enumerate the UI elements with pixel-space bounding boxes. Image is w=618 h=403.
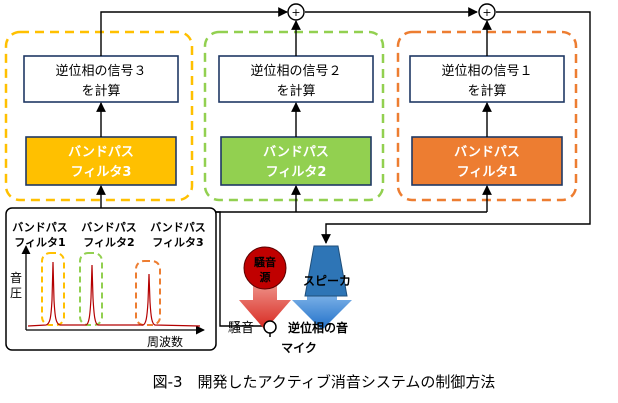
spectrum-curve	[27, 261, 201, 327]
mic-label: マイク	[281, 341, 317, 355]
noise-label: 騒音	[228, 320, 254, 336]
band-label-1-line1: バンドパス	[12, 221, 68, 234]
calc-box-2-line1: 逆位相の信号２	[250, 63, 341, 79]
line-sum2-to-speaker	[321, 11, 591, 244]
bpf-box-2-line2: フィルタ2	[266, 165, 327, 180]
spectrum-xlabel: 周波数	[147, 334, 183, 349]
summing-junction-2-symbol: +	[482, 6, 491, 19]
bpf-box-3	[25, 136, 177, 186]
spectrum-ylabel-2: 圧	[10, 286, 22, 300]
spectrum-band-highlight-2	[79, 252, 103, 326]
bpf-box-1-line1: バンドパス	[454, 145, 520, 160]
calc-box-2-line2: を計算	[276, 83, 315, 99]
anti-noise-label: 逆位相の音	[288, 320, 348, 335]
summing-junction-2	[478, 3, 496, 21]
speaker-icon	[304, 245, 348, 297]
bpf-box-3-line2: フィルタ3	[71, 165, 132, 180]
noise-source-icon	[243, 246, 287, 290]
summing-junction-1-symbol: +	[291, 6, 300, 19]
summing-junction-1	[287, 3, 305, 21]
microphone-icon	[263, 320, 277, 334]
bpf-box-1	[411, 136, 563, 186]
calc-box-2	[218, 55, 374, 103]
band-label-3-line1: バンドパス	[150, 221, 206, 234]
calc-box-1-line2: を計算	[467, 83, 506, 99]
line-calc3-to-sum1	[100, 7, 288, 56]
bpf-box-1-line2: フィルタ1	[457, 165, 518, 180]
band-label-2-line1: バンドパス	[81, 221, 137, 234]
calc-box-1	[409, 55, 565, 103]
spectrum-ylabel-1: 音	[10, 270, 22, 285]
calc-box-3-line2: を計算	[81, 83, 120, 99]
calc-box-1-line1: 逆位相の信号１	[441, 63, 532, 79]
figure-caption: 図-3 開発したアクティブ消音システムの制御方法	[153, 373, 496, 391]
band-label-3-line2: フィルタ3	[152, 236, 203, 249]
noise-source-label-line2: 源	[260, 270, 271, 284]
group-frame-3	[4, 30, 194, 202]
spectrum-band-highlight-3	[135, 260, 161, 326]
noise-arrow	[239, 276, 291, 330]
band-label-2-line2: フィルタ2	[83, 236, 134, 249]
calc-box-3	[23, 55, 179, 103]
spectrum-band-highlight-1	[41, 252, 65, 326]
bpf-box-3-line1: バンドパス	[68, 145, 134, 160]
bpf-box-2-line1: バンドパス	[263, 145, 329, 160]
speaker-label: スピーカ	[303, 274, 351, 288]
band-label-1-line2: フィルタ1	[14, 236, 65, 249]
group-frame-2	[203, 30, 385, 202]
calc-box-3-line1: 逆位相の信号３	[55, 63, 146, 79]
spectrum-panel	[5, 207, 217, 351]
noise-source-label-line1: 騒音	[254, 255, 276, 269]
